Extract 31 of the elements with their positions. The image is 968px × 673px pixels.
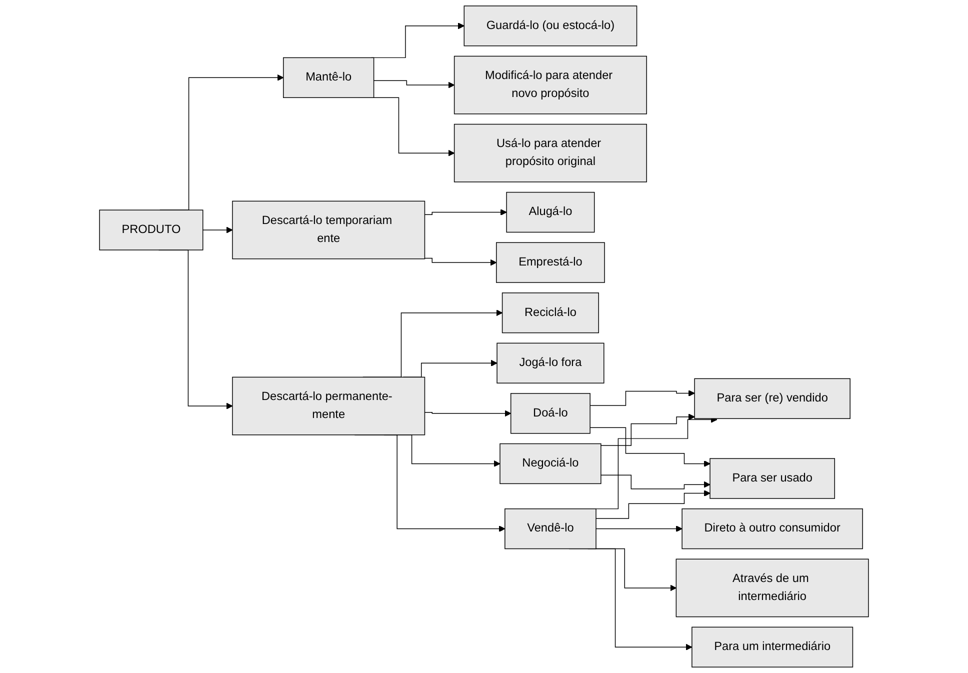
arrow: [600, 414, 695, 446]
arrow: [600, 474, 710, 490]
node-box: Mantê-lo: [283, 57, 374, 98]
arrow: [596, 526, 682, 532]
arrow: [590, 390, 695, 406]
node-box: Doá-lo: [510, 393, 590, 434]
arrow: [424, 410, 512, 417]
node-box: PRODUTO: [99, 210, 204, 250]
node-box: Usá-lo para atender propósito original: [454, 124, 647, 182]
node-box: Vendê-lo: [504, 508, 596, 550]
arrow: [371, 22, 464, 58]
arrow: [424, 209, 507, 216]
arrow: [596, 490, 710, 519]
node-box: Descartá-lo permanente- mente: [232, 376, 426, 436]
node-box: Alugá-lo: [506, 192, 595, 233]
node-box: Direto à outro consumidor: [682, 508, 863, 550]
arrow: [590, 427, 710, 467]
node-box: Jogá-lo fora: [496, 342, 604, 384]
node-box: Emprestá-lo: [496, 242, 605, 283]
arrow: [424, 258, 497, 266]
node-box: Modificá-lo para atender novo propósito: [454, 56, 647, 114]
node-box: Através de um intermediário: [676, 558, 869, 618]
node-box: Para ser usado: [710, 458, 835, 499]
node-box: Para ser (re) vendido: [694, 378, 850, 419]
node-box: Guardá-lo (ou estocá-lo): [464, 6, 638, 46]
arrow: [202, 226, 233, 234]
arrow: [373, 80, 455, 88]
node-box: Negociá-lo: [500, 443, 602, 484]
node-box: Para um intermediário: [692, 626, 854, 668]
node-box: Reciclá-lo: [502, 292, 599, 334]
node-box: Descartá-lo temporariam ente: [232, 200, 426, 260]
